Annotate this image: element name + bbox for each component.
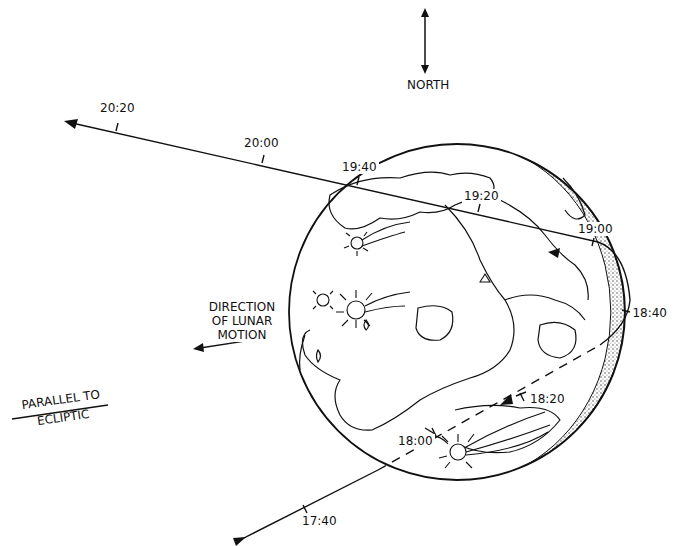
- compass-label: NORTH: [405, 78, 451, 92]
- north-arrow: [421, 8, 429, 74]
- time-label: 18:40: [630, 306, 669, 320]
- direction-note: DIRECTION OF LUNAR MOTION: [200, 300, 284, 342]
- path-arrowheads: [64, 119, 560, 546]
- moon-limb: [289, 144, 625, 480]
- time-label: 19:00: [576, 222, 615, 236]
- craters: [313, 222, 550, 468]
- lunar-path: [72, 123, 630, 540]
- time-label: 19:20: [462, 189, 501, 203]
- maria-outlines: [300, 172, 589, 453]
- time-label: 17:40: [300, 514, 339, 528]
- ecliptic-note: PARALLEL TO ECLIPTIC: [8, 384, 116, 434]
- time-label: 18:00: [396, 434, 435, 448]
- time-label: 20:20: [98, 101, 137, 115]
- time-label: 20:00: [242, 136, 281, 150]
- time-label: 18:20: [528, 392, 567, 406]
- time-label: 19:40: [340, 160, 379, 174]
- shadow-crescent: [528, 160, 624, 464]
